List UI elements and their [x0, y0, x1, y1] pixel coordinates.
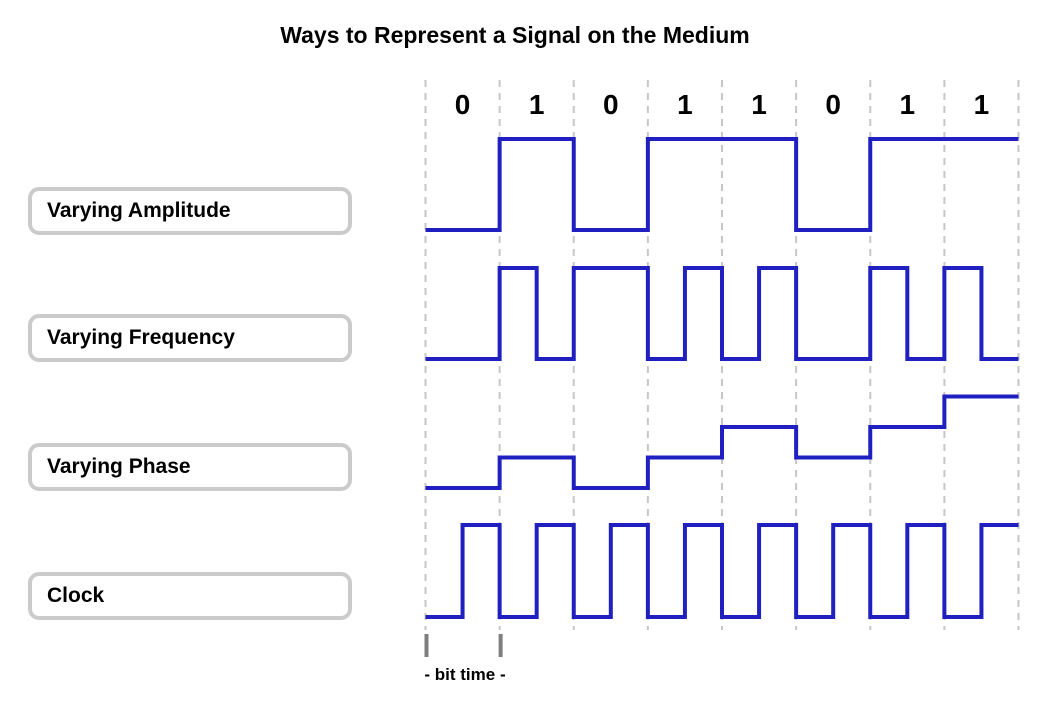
bit-label-4: 1: [751, 89, 767, 120]
bit-label-7: 1: [973, 89, 990, 120]
label-text-clock: Clock: [47, 584, 105, 607]
diagram-title: Ways to Represent a Signal on the Medium: [280, 22, 750, 48]
label-box-varying-frequency[interactable]: Varying Frequency: [28, 314, 352, 362]
bit-label-6: 1: [899, 89, 916, 120]
waveform-varying-frequency: [425, 266, 1019, 361]
bit-label-2: 0: [603, 89, 619, 120]
label-text-varying-phase: Varying Phase: [47, 455, 191, 478]
label-box-varying-phase[interactable]: Varying Phase: [28, 443, 352, 491]
label-text-varying-amplitude: Varying Amplitude: [47, 199, 231, 222]
bit-label-5: 0: [825, 89, 841, 120]
label-text-varying-frequency: Varying Frequency: [47, 326, 235, 349]
waveform-clock: [425, 523, 1019, 619]
label-box-clock[interactable]: Clock: [28, 572, 352, 620]
waveform-varying-phase: [425, 394, 1019, 490]
bit-label-1: 1: [528, 89, 545, 120]
bit-label-3: 1: [677, 89, 693, 120]
waveform-varying-amplitude: [425, 137, 1019, 232]
bit-label-0: 0: [454, 89, 471, 120]
bit-time-ticks: [424, 634, 503, 657]
label-box-varying-amplitude[interactable]: Varying Amplitude: [28, 187, 352, 235]
bit-time-label: - bit time -: [424, 665, 506, 684]
